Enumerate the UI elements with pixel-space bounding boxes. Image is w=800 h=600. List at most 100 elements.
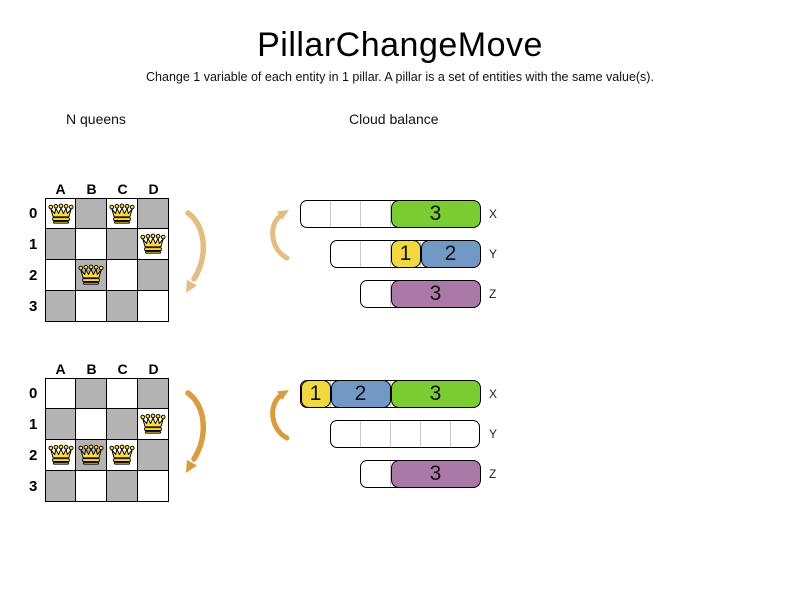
column-label: C: [117, 181, 128, 197]
capacity-divider: [389, 461, 391, 487]
computer-bar: 3: [300, 199, 481, 228]
row-label: 3: [29, 478, 38, 495]
column-label: A: [55, 361, 66, 377]
board-cell: [107, 291, 138, 322]
queen-icon: [78, 444, 104, 465]
row-label: 0: [29, 385, 38, 402]
process-segment: 1: [300, 379, 331, 408]
computer-label: Z: [489, 287, 497, 301]
nqueens-board-before: A B C D 0 1: [29, 181, 169, 322]
queen-icon: [78, 264, 104, 285]
computer-bar: 3: [360, 279, 481, 308]
column-label: D: [148, 181, 159, 197]
row-label: 1: [29, 236, 38, 253]
board-cell: [107, 471, 138, 502]
board-cell: [107, 229, 138, 260]
column-label: A: [55, 181, 66, 197]
board-cell: [138, 291, 169, 322]
process-segment: 3: [390, 199, 481, 228]
queen-icon: [140, 413, 166, 434]
board-cell: [45, 198, 76, 229]
capacity-divider: [449, 421, 451, 447]
curved-arrow-up-icon: [270, 390, 290, 441]
queen-icon: [140, 233, 166, 254]
row-label: 3: [29, 298, 38, 315]
board-cell: [45, 409, 76, 440]
board-cell: [76, 409, 107, 440]
board-cell: [107, 409, 138, 440]
process-segment: 3: [390, 279, 481, 308]
board-cell: [138, 440, 169, 471]
capacity-divider: [359, 241, 361, 267]
page-title: PillarChangeMove: [257, 26, 543, 64]
capacity-divider: [359, 201, 361, 227]
computer-bar: [330, 420, 480, 448]
board-corner: [29, 181, 45, 198]
curved-arrow-down-icon: [185, 390, 207, 473]
cloud-balance-section-label: Cloud balance: [349, 111, 439, 127]
curved-arrow-down-icon: [185, 210, 207, 293]
queen-icon: [47, 203, 74, 224]
row-label: 2: [29, 447, 38, 464]
row-label: 1: [29, 416, 38, 433]
board-cell: [138, 409, 169, 440]
row-label: 0: [29, 205, 38, 222]
board-cell: [138, 378, 169, 409]
board-cell: [45, 440, 76, 471]
board-cell: [76, 229, 107, 260]
board-cell: [107, 378, 138, 409]
queen-icon: [109, 444, 135, 465]
computer-label: Y: [489, 247, 498, 261]
board-cell: [45, 378, 76, 409]
board-cell: [76, 378, 107, 409]
board-cell: [138, 260, 169, 291]
capacity-divider: [329, 201, 331, 227]
board-cell: [107, 440, 138, 471]
queen-icon: [109, 203, 135, 224]
process-segment: 2: [420, 239, 481, 268]
board-cell: [76, 471, 107, 502]
board-cell: [76, 198, 107, 229]
board-cell: [138, 198, 169, 229]
board-cell: [76, 291, 107, 322]
process-segment: 1: [390, 239, 421, 268]
nqueens-section-label: N queens: [66, 111, 126, 127]
computer-bar: 3: [360, 459, 481, 488]
page-subtitle: Change 1 variable of each entity in 1 pi…: [146, 70, 654, 84]
board-corner: [29, 361, 45, 378]
board-cell: [107, 260, 138, 291]
row-label: 2: [29, 267, 38, 284]
board-cell: [45, 229, 76, 260]
board-cell: [45, 471, 76, 502]
capacity-divider: [389, 201, 391, 227]
column-label: B: [86, 361, 97, 377]
capacity-divider: [419, 421, 421, 447]
board-cell: [76, 260, 107, 291]
board-cell: [45, 291, 76, 322]
process-segment: 3: [390, 459, 481, 488]
capacity-divider: [389, 281, 391, 307]
process-segment: 2: [330, 379, 391, 408]
board-cell: [107, 198, 138, 229]
board-cell: [76, 440, 107, 471]
column-label: C: [117, 361, 128, 377]
computer-label: Z: [489, 467, 497, 481]
capacity-divider: [389, 421, 391, 447]
board-cell: [138, 229, 169, 260]
computer-label: X: [489, 387, 498, 401]
queen-icon: [47, 444, 74, 465]
board-cell: [138, 471, 169, 502]
computer-label: X: [489, 207, 498, 221]
capacity-divider: [389, 241, 391, 267]
column-label: B: [86, 181, 97, 197]
curved-arrow-up-icon: [270, 210, 290, 261]
process-segment: 3: [390, 379, 481, 408]
computer-label: Y: [489, 427, 498, 441]
capacity-divider: [359, 421, 361, 447]
